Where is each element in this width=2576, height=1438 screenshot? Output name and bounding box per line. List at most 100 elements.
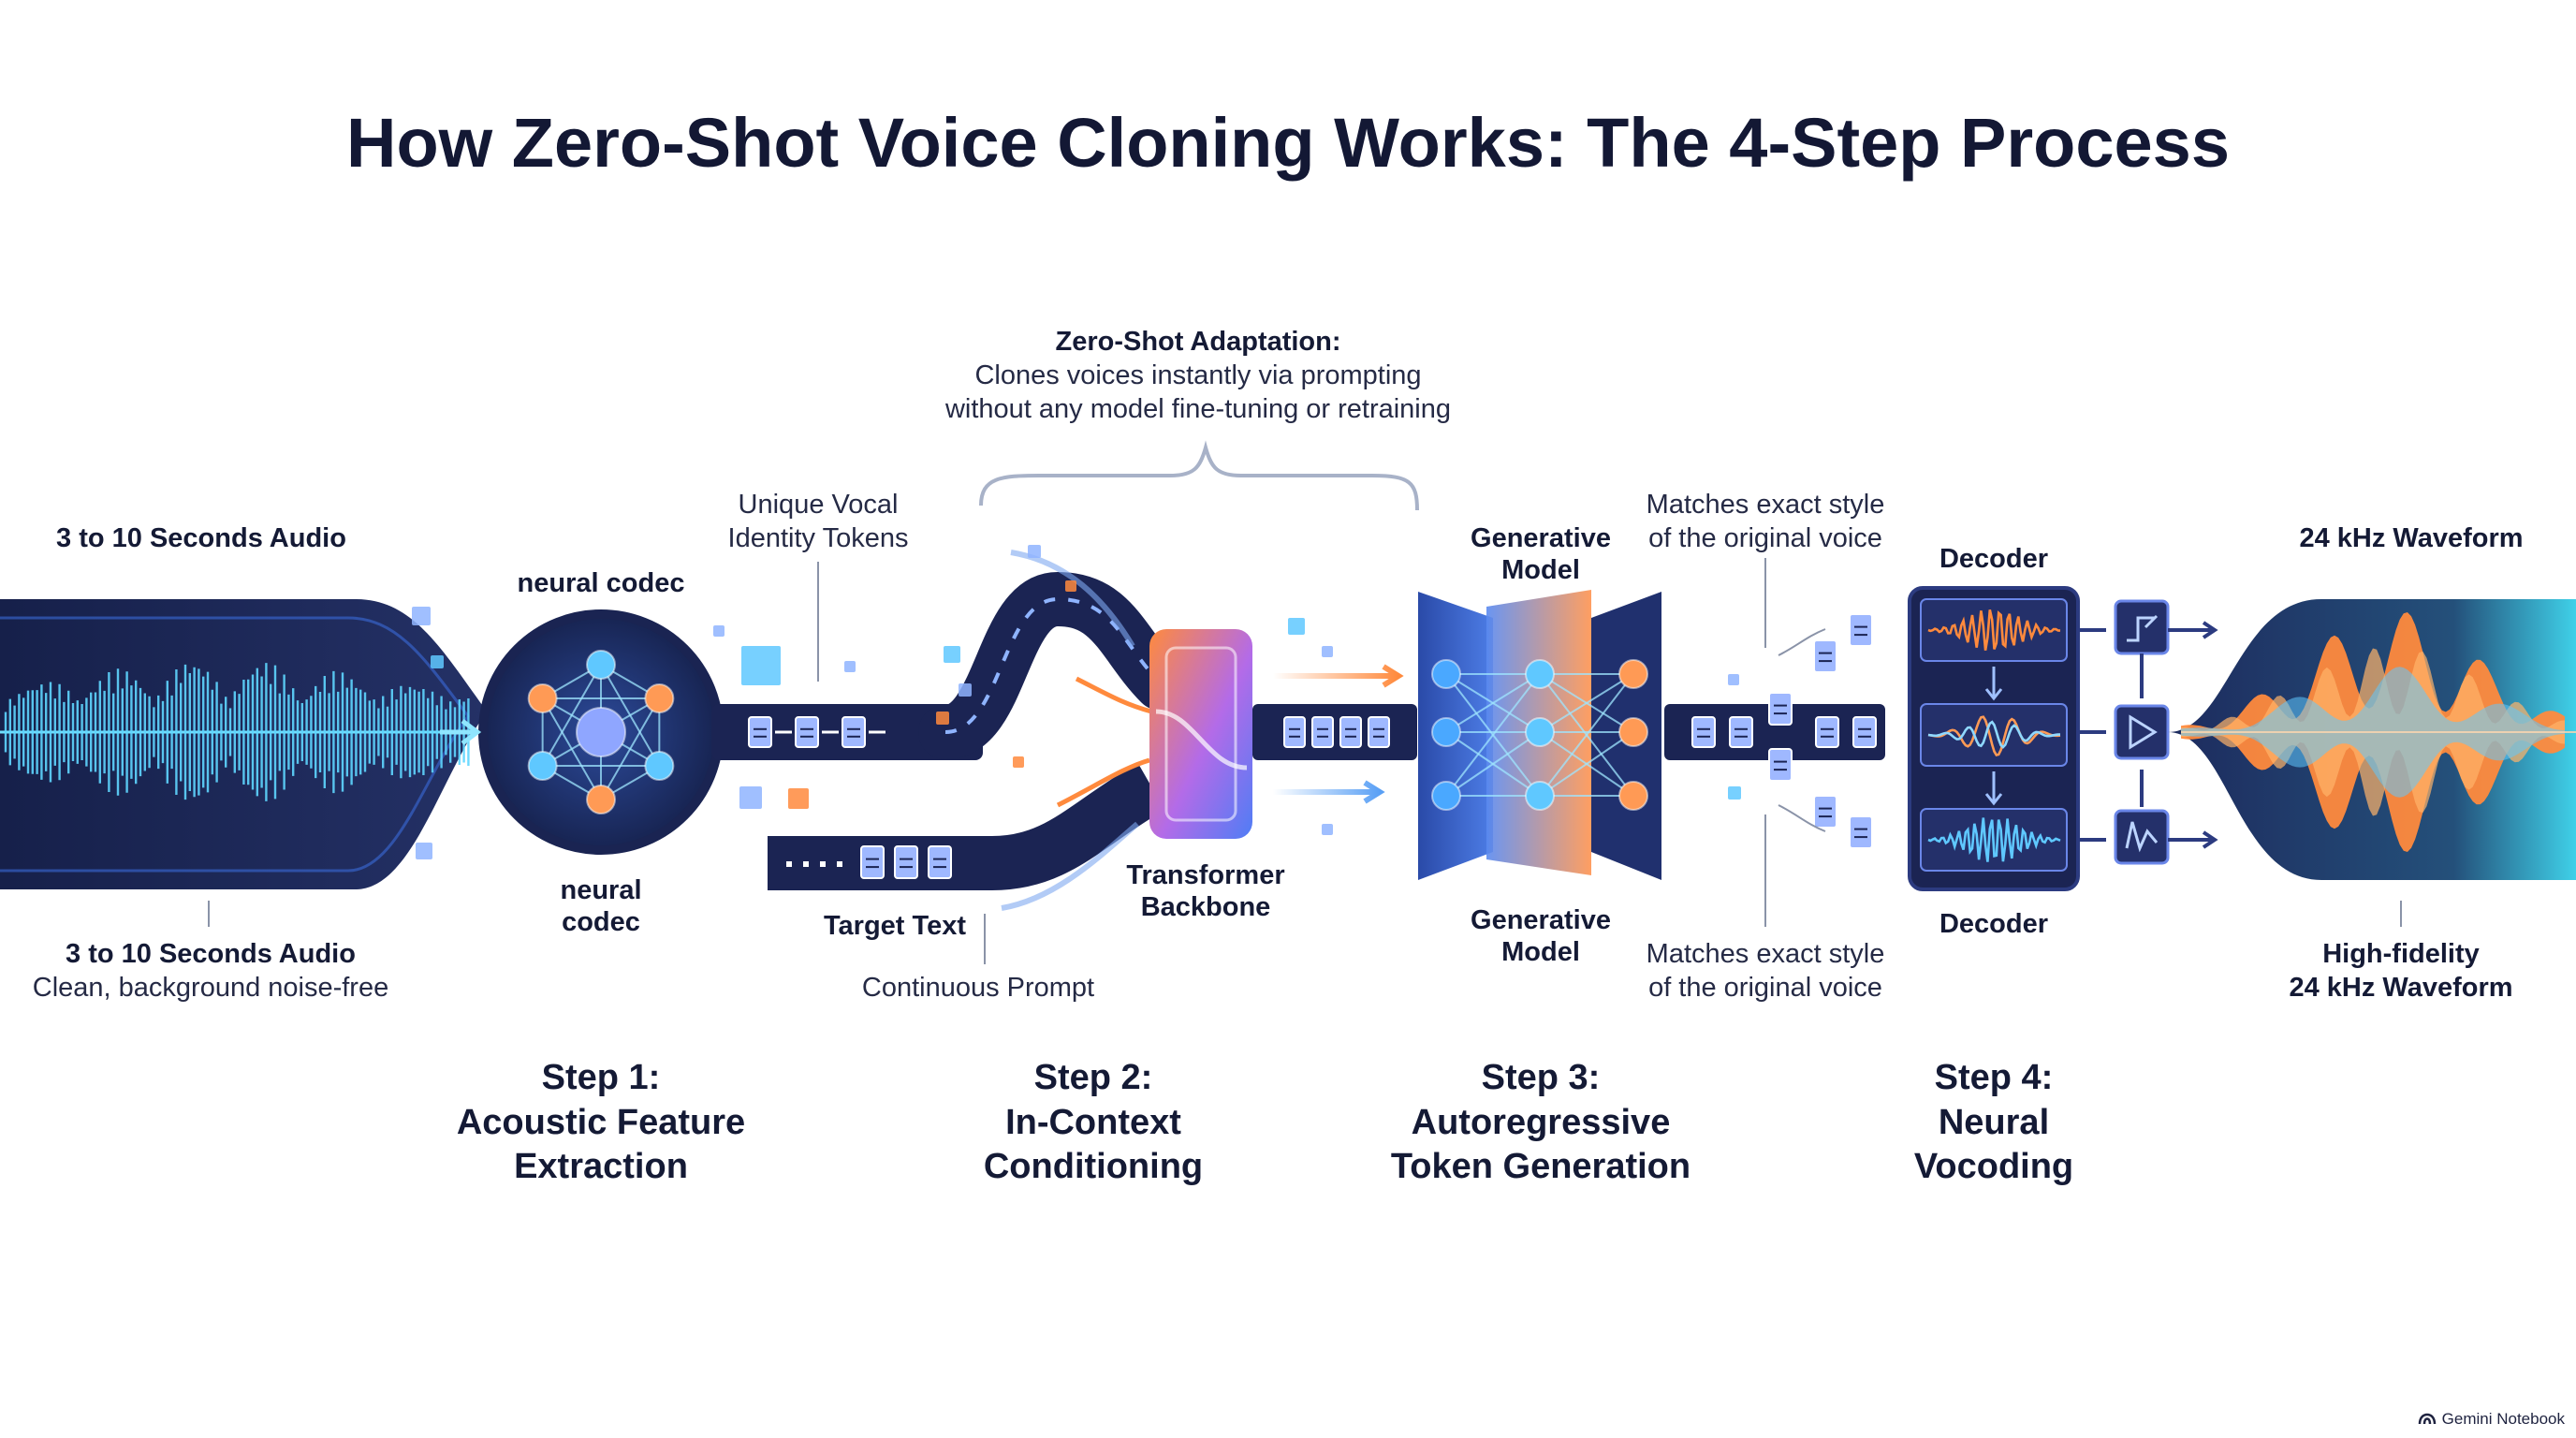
step-4-line-2: Vocoding [1913,1147,2074,1186]
transformer-swirl [1155,709,1248,770]
token-icon [1729,716,1753,748]
token-square [959,683,972,697]
codec-tokens [748,716,886,748]
generated-tokens [1691,716,1877,748]
token-square [412,607,431,625]
codec-node [644,683,675,713]
token-square [1288,618,1305,635]
token-icon [1768,692,1793,726]
arrow-to-generative-low [1273,780,1385,804]
text-dot [803,861,809,867]
decoder-waveforms [1927,609,2061,862]
codec-node [576,707,626,757]
step-4-line-1: Neural [1938,1103,2050,1142]
output-waveform-label-bottom-1: High-fidelity [2322,939,2480,969]
token-square [416,843,432,859]
decoder-wave-3 [1927,817,2061,862]
decoder-wave-1 [1927,609,2061,651]
neural-codec-label-bottom-1: neural [560,875,642,905]
token-square [1728,786,1741,800]
neural-codec-label-bottom-2: codec [562,907,640,937]
token-icon [1813,639,1837,673]
step-2-number: Step 2: [1033,1058,1153,1097]
token-icon [860,845,885,879]
token-square [844,661,856,672]
generative-label-top-2: Model [1501,555,1580,585]
arrow-to-generative-top [1273,664,1404,688]
network-edge [1539,731,1634,797]
token-icon [842,716,866,748]
brand-logo-icon [2418,1413,2436,1425]
token-square [1728,674,1739,685]
style-label-top-2: of the original voice [1648,523,1882,553]
token-icon [1849,613,1873,647]
branching-tokens [1768,613,1873,849]
token-square [1028,545,1041,558]
step-3-line-2: Token Generation [1390,1147,1691,1186]
token-square [1322,646,1333,657]
play-icon [2129,714,2158,750]
network-edge [1539,673,1634,797]
input-audio-label-top: 3 to 10 Seconds Audio [56,523,346,553]
token-square [1013,756,1024,768]
target-text-pipe [768,762,1165,890]
step-3-line-1: Autoregressive [1411,1103,1671,1142]
input-audio-sublabel: Clean, background noise-free [32,973,389,1003]
token-square [944,646,960,663]
vocoder-connectors [2078,628,2213,842]
generative-node [1431,717,1461,747]
codec-node [586,785,616,814]
adaptation-line-2: without any model fine-tuning or retrain… [944,394,1452,424]
neural-codec-network-icon [527,650,675,814]
generative-network-icon [1431,659,1648,811]
identity-token-curve [918,571,1188,759]
codec-node [527,683,558,713]
network-edge [1445,673,1541,797]
token-square [936,712,949,725]
decoder-panel-2 [1920,703,2068,767]
continuous-prompt-label: Continuous Prompt [861,973,1095,1003]
decorative-token-squares [412,545,1741,859]
adaptation-line-1: Clones voices instantly via prompting [974,360,1422,390]
step-1-number: Step 1: [541,1058,661,1097]
generative-label-bottom-1: Generative [1471,905,1611,935]
token-square [741,646,781,685]
token-icon [1339,716,1362,748]
step-2-line-1: In-Context [1005,1103,1181,1142]
transformer-inner-frame [1164,646,1237,822]
transformer-backbone-block [1149,629,1252,839]
vocoder-box-bottom [2114,809,2170,865]
generative-node [1618,659,1648,689]
input-audio-label-bottom: 3 to 10 Seconds Audio [66,939,356,969]
transformer-label-2: Backbone [1140,892,1271,922]
token-icon [1768,748,1793,782]
token-icon [1691,716,1716,748]
network-edge [1445,731,1541,797]
neural-codec-label-top: neural codec [517,568,685,598]
token-pipe-2 [1252,704,1417,760]
step-1-line-2: Extraction [514,1147,688,1186]
generative-label-bottom-2: Model [1501,937,1580,967]
decoder-down-arrow-2 [1984,771,2003,806]
step-2-line-2: Conditioning [983,1147,1204,1186]
style-label-bottom-2: of the original voice [1648,973,1882,1003]
generative-node [1618,717,1648,747]
page-title: How Zero-Shot Voice Cloning Works: The 4… [346,104,2230,182]
token-square [788,788,809,809]
vocoder-box-top [2114,599,2170,655]
leader-lines [208,558,2402,964]
token-icon [1815,716,1839,748]
token-square [713,625,724,637]
brand-name: Gemini Notebook [2441,1410,2565,1428]
identity-tokens-label-1: Unique Vocal [738,490,899,520]
vocoder-step-icon [2127,614,2159,642]
decoder-down-arrow-1 [1984,667,2003,701]
step-4-number: Step 4: [1934,1058,2054,1097]
vocoder-arrowheads [2202,621,2218,849]
vocoder-signal-icon [2125,821,2159,853]
codec-node [527,751,558,781]
token-icon [1813,795,1837,829]
decoder-label-bottom: Decoder [1939,909,2049,939]
generative-node [1525,781,1555,811]
